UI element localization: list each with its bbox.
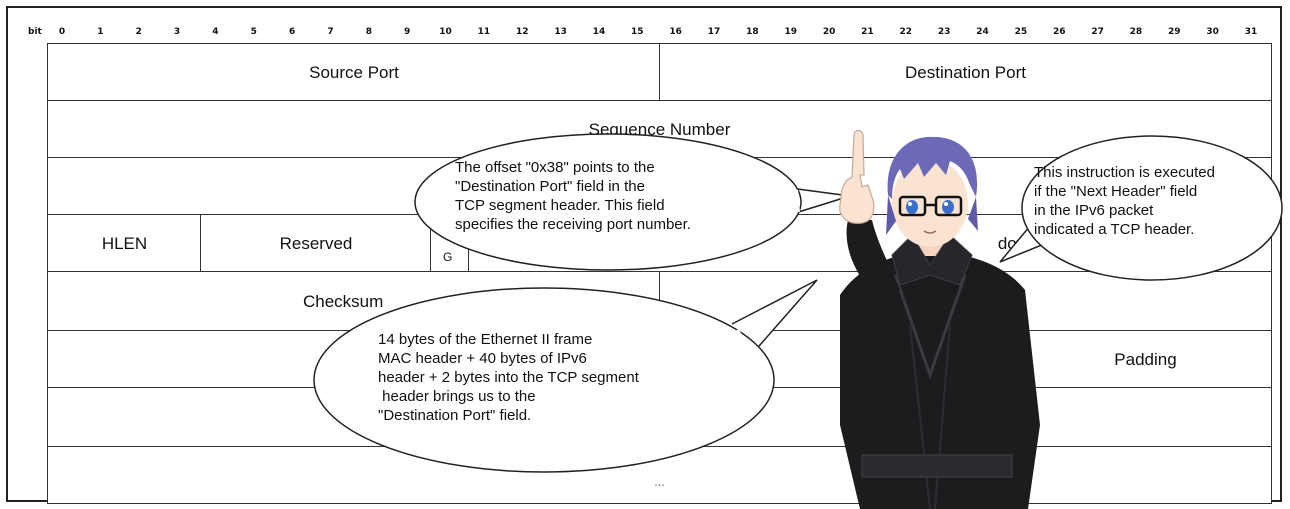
bit-number: 24: [976, 27, 989, 37]
bit-number: 21: [861, 27, 874, 37]
character-belt: [861, 454, 1013, 478]
bit-number: 26: [1052, 27, 1066, 37]
bit-number: 16: [669, 27, 682, 37]
bit-number: 13: [554, 27, 567, 37]
bit-number: 6: [288, 27, 296, 37]
character-hand: [839, 129, 875, 224]
bit-number: 29: [1168, 27, 1181, 37]
bit-number: 23: [937, 27, 951, 37]
reserved-field: Reserved: [200, 214, 432, 273]
character-face: [892, 159, 968, 247]
bit-number: 18: [746, 27, 759, 37]
bit-number: 8: [365, 27, 372, 37]
bit-number: 11: [477, 27, 491, 37]
bit-number: 31: [1244, 27, 1258, 37]
bit-number: 14: [592, 27, 606, 37]
instruction-speech-bubble: This instruction is executed if the "Nex…: [992, 132, 1287, 292]
bytes-bubble-line-2: MAC header + 40 bytes of IPv6: [378, 350, 587, 367]
source-port-field: Source Port: [47, 43, 661, 102]
bytes-bubble-line-5: "Destination Port" field.: [378, 407, 532, 424]
bit-number: 0: [58, 27, 66, 37]
bytes-speech-bubble: 14 bytes of the Ethernet II frame MAC he…: [312, 279, 822, 480]
destination-port-field: Destination Port: [659, 43, 1272, 102]
bit-number: 25: [1014, 27, 1028, 37]
character-coat: [840, 251, 1040, 509]
instruction-bubble-line-3: in the IPv6 packet: [1034, 202, 1154, 219]
bit-number: 2: [135, 27, 142, 37]
bit-number: 22: [899, 27, 913, 37]
bit-number: 7: [327, 27, 334, 37]
instruction-bubble-line-1: This instruction is executed: [1034, 164, 1215, 181]
instruction-bubble-line-4: indicated a TCP header.: [1034, 221, 1195, 238]
bit-number: 17: [707, 27, 721, 37]
bit-number: 15: [631, 27, 644, 37]
offset-bubble-line-3: TCP segment header. This field: [455, 197, 665, 214]
sequence-number-field: Sequence Number: [47, 100, 1272, 159]
flags-fragment-text: G: [443, 250, 453, 264]
character-left-eye: [906, 200, 918, 214]
character-right-eye: [942, 200, 954, 214]
bit-number: 30: [1206, 27, 1219, 37]
bit-axis-label: bit: [28, 27, 42, 37]
character-glasses: [898, 195, 963, 217]
bit-number: 1: [97, 27, 104, 37]
character-hair: [887, 136, 978, 199]
bit-number: 12: [515, 27, 529, 37]
bit-number: 10: [439, 27, 452, 37]
checksum-fragment-text: Checksum: [303, 292, 384, 311]
bit-number: 5: [250, 27, 257, 37]
bytes-bubble-line-4: header brings us to the: [378, 388, 536, 405]
offset-bubble-line-1: The offset "0x38" points to the: [455, 159, 655, 176]
bit-number: 3: [173, 27, 181, 37]
offset-bubble-line-2: "Destination Port" field in the: [455, 178, 645, 195]
character-arm: [846, 220, 900, 295]
bytes-bubble-shape: [313, 279, 818, 473]
bit-number: 28: [1129, 27, 1143, 37]
offset-speech-bubble: The offset "0x38" points to the "Destina…: [410, 128, 851, 278]
offset-bubble-shape: [414, 133, 851, 271]
padding-field: Padding: [1000, 330, 1272, 389]
bytes-bubble-line-3: header + 2 bytes into the TCP segment: [378, 369, 639, 386]
offset-bubble-line-4: specifies the receiving port number.: [455, 216, 691, 233]
ellipsis-text: ...: [654, 474, 665, 489]
bytes-bubble-line-1: 14 bytes of the Ethernet II frame: [378, 331, 593, 348]
anime-character-illustration: [839, 129, 1040, 509]
bit-number: 20: [822, 27, 836, 37]
instruction-bubble-line-2: if the "Next Header" field: [1034, 183, 1198, 200]
bit-number: 27: [1091, 27, 1104, 37]
bit-number: 19: [784, 27, 797, 37]
instruction-bubble-shape: [999, 135, 1283, 281]
bit-number: 9: [404, 27, 411, 37]
hlen-field: HLEN: [47, 214, 202, 273]
bit-number: 4: [212, 27, 219, 37]
